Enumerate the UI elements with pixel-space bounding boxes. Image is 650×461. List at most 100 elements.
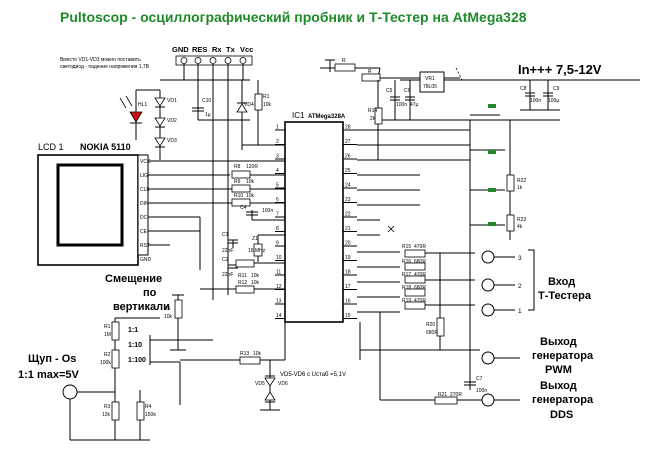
probe-label: Щуп - Os [28, 353, 76, 365]
input-divider: R1 1M R2 100k R3 12k R4 150k 1:1 1:10 1:… [18, 317, 213, 441]
mcu-right-pin-number: 25 [345, 168, 351, 174]
svg-text:VD5: VD5 [255, 381, 265, 387]
svg-text:10k: 10k [251, 280, 260, 286]
zener-section: R13 10k VD5 VD6 VD5-VD6 с Uстаб =5,1V [180, 322, 346, 411]
probe-scale: 1:1 max=5V [18, 369, 80, 381]
svg-text:Z1: Z1 [252, 236, 258, 242]
tester-pin-3: 3 [518, 255, 522, 262]
svg-text:R23: R23 [517, 217, 526, 223]
mcu-right-pin-number: 23 [345, 197, 351, 203]
svg-text:22pF: 22pF [222, 248, 233, 254]
header-pin-res: RES [192, 45, 207, 54]
tester-pin-1: 1 [518, 308, 522, 315]
mcu-left-pin-number: 2 [276, 139, 279, 145]
svg-text:HL1: HL1 [138, 102, 147, 108]
offset-label-1: Смещение [105, 273, 162, 285]
svg-text:4k: 4k [517, 224, 523, 230]
mcu-right-pin-number: 22 [345, 212, 351, 218]
svg-text:R9: R9 [234, 179, 241, 185]
svg-text:R18: R18 [402, 285, 411, 291]
range-1-100: 1:100 [128, 357, 146, 364]
svg-text:10k: 10k [263, 102, 272, 108]
lcd-pin-vcc: VCC [140, 159, 151, 165]
tester-input-label-1: Вход [548, 276, 575, 288]
svg-text:10k: 10k [164, 314, 173, 320]
mcu-right-pin-number: 27 [345, 139, 351, 145]
mcu-left-pin-number: 14 [276, 313, 282, 319]
lcd-nokia5110: LCD 1 NOKIA 5110 VCC LIG CLK DIN DC CE R… [37, 142, 285, 266]
svg-text:C7: C7 [476, 376, 483, 382]
note-line2: светодиод - падение напряжения 1,7В [60, 64, 150, 70]
pwm-label-1: Выход [540, 336, 577, 348]
power-section: R R VR1 78L05 C5 100n C6 47µ C8 100n C9 … [320, 58, 640, 160]
mcu-left-pin-number: 13 [276, 299, 282, 305]
svg-text:R8: R8 [234, 164, 241, 170]
header-pin-gnd: GND [172, 45, 189, 54]
svg-text:10k: 10k [246, 179, 255, 185]
svg-text:680R: 680R [414, 285, 426, 291]
lcd-pin-ce: CE [140, 229, 148, 235]
mcu-right-pin-number: 18 [345, 270, 351, 276]
mcu-right-pin-number: 26 [345, 154, 351, 160]
mcu-left-pin-number: 10 [276, 255, 282, 261]
pwm-label-3: PWM [545, 364, 572, 376]
buttons-column: R22 1k R23 4k [469, 104, 526, 250]
svg-text:C2: C2 [222, 257, 229, 263]
svg-text:R15: R15 [402, 244, 411, 250]
note-line1: Вместо VD1-VD3 можно поставить [60, 57, 141, 63]
svg-text:1k: 1k [517, 185, 523, 191]
mcu-right-pin-number: 17 [345, 284, 351, 290]
offset-label-3: вертикали [113, 301, 170, 313]
svg-text:10k: 10k [246, 193, 255, 199]
svg-text:100k: 100k [100, 360, 111, 366]
svg-text:R22: R22 [517, 178, 526, 184]
svg-text:10k: 10k [253, 351, 262, 357]
mcu-left-pin-number: 6 [276, 197, 279, 203]
svg-text:C6: C6 [404, 88, 411, 94]
svg-text:VD1: VD1 [167, 98, 177, 104]
mcu-right-pin-number: 16 [345, 299, 351, 305]
svg-text:R1: R1 [263, 94, 270, 100]
svg-text:680R: 680R [414, 259, 426, 265]
header-pin-tx: Tx [226, 45, 236, 54]
svg-text:22pF: 22pF [222, 272, 233, 278]
svg-text:VD4: VD4 [244, 102, 254, 108]
lcd-model: NOKIA 5110 [80, 142, 131, 152]
svg-text:R1: R1 [104, 324, 111, 330]
generator-outputs: Выход генератора PWM C7 100n R21 270R Вы… [380, 336, 594, 421]
svg-text:C8: C8 [520, 86, 527, 92]
svg-text:R: R [342, 58, 346, 64]
svg-text:R11: R11 [238, 273, 247, 279]
crystal-section: C1 22pF C2 22pF Z1 16 MHz R11 10k R12 10… [199, 217, 285, 294]
svg-text:VD2: VD2 [167, 118, 177, 124]
svg-text:R19: R19 [402, 298, 411, 304]
svg-text:R12: R12 [238, 280, 247, 286]
pwm-label-2: генератора [532, 350, 594, 362]
svg-text:10k: 10k [251, 273, 260, 279]
lcd-pin-dc: DC [140, 215, 148, 221]
reset-section: C10 1µ VD4 R1 10k [192, 80, 285, 150]
svg-text:C9: C9 [553, 86, 560, 92]
svg-text:680R: 680R [426, 330, 438, 336]
lcd-pin-rst: RST [140, 243, 150, 249]
svg-text:78L05: 78L05 [423, 84, 437, 90]
schematic-title: Pultoscop - осциллографический пробник и… [60, 9, 527, 25]
svg-text:C10: C10 [202, 98, 211, 104]
svg-text:C5: C5 [386, 88, 393, 94]
svg-text:47µ: 47µ [410, 102, 419, 108]
zener-note: VD5-VD6 с Uстаб =5,1V [280, 372, 346, 378]
lcd-pin-gnd: GND [140, 257, 152, 263]
header-pin-vcc: Vcc [240, 45, 253, 54]
lcd-ref: LCD 1 [38, 142, 64, 152]
svg-text:R: R [368, 69, 372, 75]
tester-pin-2: 2 [518, 283, 522, 290]
mcu-right-pin-number: 24 [345, 183, 351, 189]
svg-text:100n: 100n [476, 388, 487, 394]
header-pin-rx: Rx [212, 45, 222, 54]
dds-label-3: DDS [550, 409, 573, 421]
svg-text:100µ: 100µ [548, 98, 559, 104]
offset-pot: Смещение по вертикали R5 10k [105, 273, 186, 351]
svg-text:12k: 12k [102, 412, 111, 418]
